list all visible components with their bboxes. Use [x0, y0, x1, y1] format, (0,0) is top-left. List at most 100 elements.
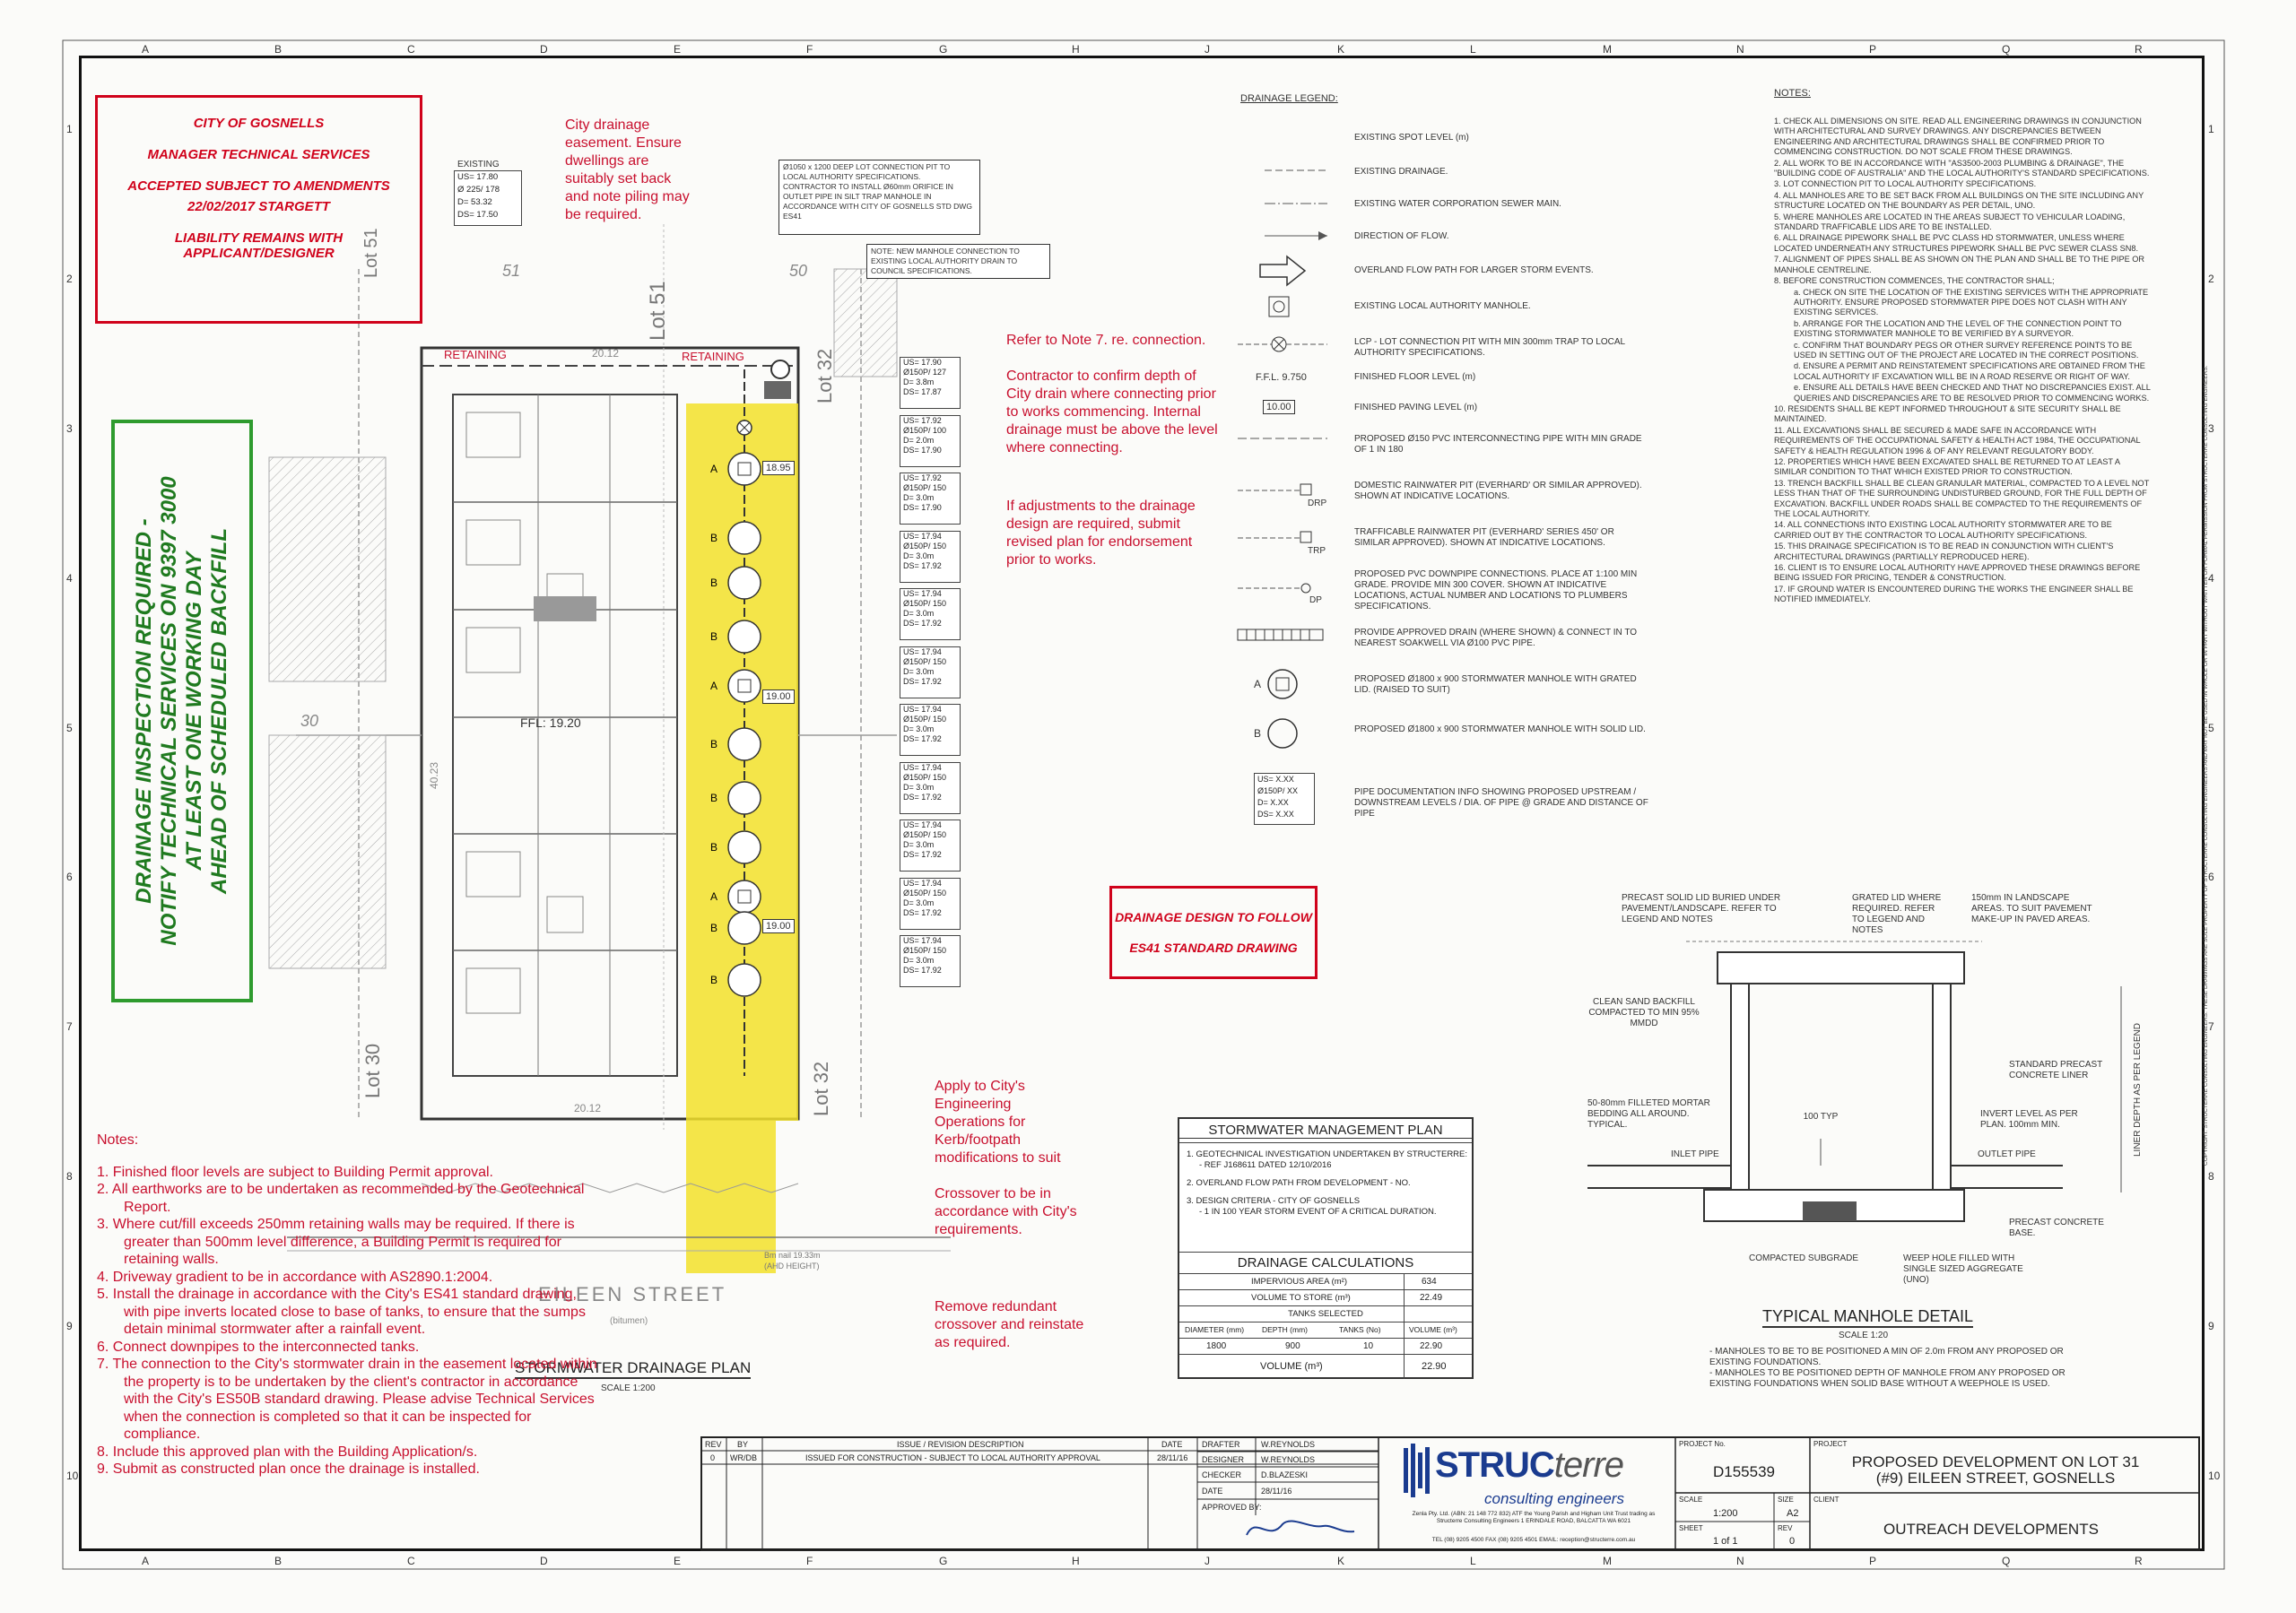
- dim-bottom: 20.12: [574, 1102, 602, 1114]
- legend-item: DIRECTION OF FLOW.: [1354, 231, 1449, 241]
- existing-row: US= 17.80: [457, 172, 499, 182]
- lcp-note: Ø1050 x 1200 DEEP LOT CONNECTION PIT TO …: [778, 160, 980, 235]
- ffl-label: FFL: 19.20: [520, 715, 581, 730]
- manhole-solid: [727, 521, 761, 555]
- mgmt-line-3b: - 1 IN 100 YEAR STORM EVENT OF A CRITICA…: [1199, 1207, 1437, 1217]
- pipe-doc-line: D= 3.0m: [903, 898, 935, 907]
- inspection-line-4: AHEAD OF SCHEDULED BACKFILL: [207, 528, 231, 894]
- tb-sheet-l: SHEET: [1679, 1524, 1703, 1532]
- pipe-doc-line: Ø150P/ 150: [903, 657, 947, 666]
- md-base: PRECAST CONCRETE BASE.: [2009, 1218, 2104, 1238]
- notes-right-item: b. ARRANGE FOR THE LOCATION AND THE LEVE…: [1794, 318, 2122, 339]
- existing-row: Ø 225/ 178: [457, 185, 500, 195]
- notes-right-item: e. ENSURE ALL DETAILS HAVE BEEN CHECKED …: [1794, 383, 2151, 403]
- company-name-a: STRUC: [1435, 1445, 1555, 1485]
- pipe-doc-line: DS= 17.92: [903, 677, 942, 686]
- structerre-logo-bars: [1404, 1444, 1430, 1497]
- legend-trp: TRP: [1308, 546, 1326, 556]
- plan-title: STORMWATER DRAINAGE PLAN: [515, 1359, 752, 1379]
- grid-col-top-R: R: [2135, 43, 2143, 56]
- grid-row-right-1: 1: [2208, 123, 2214, 135]
- manhole-type-label: A: [710, 890, 718, 903]
- notes-right-item: 7. ALIGNMENT OF PIPES SHALL BE AS SHOWN …: [1774, 255, 2145, 274]
- grid-row-left-7: 7: [66, 1020, 73, 1033]
- tb-date: 28/11/16: [1157, 1453, 1188, 1462]
- grid-row-right-7: 7: [2208, 1020, 2214, 1033]
- tanks-cell: 900: [1285, 1341, 1300, 1351]
- grid-row-left-9: 9: [66, 1320, 73, 1332]
- copyright-text: COPYRIGHT: STRUCTERRE CONSULTING ENGINEE…: [2203, 365, 2209, 1166]
- grid-col-bottom-M: M: [1603, 1555, 1612, 1567]
- md-typ: 100 TYP: [1803, 1112, 1839, 1122]
- pipe-doc-line: D= 3.0m: [903, 609, 935, 618]
- mgmt-line-3: 3. DESIGN CRITERIA - CITY OF GOSNELLS: [1187, 1196, 1361, 1206]
- legend-item: PROPOSED PVC DOWNPIPE CONNECTIONS. PLACE…: [1354, 569, 1638, 611]
- red-note-apply-city: Apply to City's Engineering Operations f…: [935, 1079, 1061, 1166]
- pipe-doc-line: Ø150P/ 150: [903, 773, 947, 782]
- grid-col-top-J: J: [1205, 43, 1210, 56]
- manhole-grated: [727, 669, 761, 703]
- pipe-doc-line: US= 17.92: [903, 416, 942, 425]
- manhole-type-label: B: [710, 922, 718, 934]
- es41-line-2: ES41 STANDARD DRAWING: [1129, 941, 1298, 955]
- tanks-cell: 1800: [1206, 1341, 1227, 1351]
- legend-fpl-symbol: 10.00: [1263, 400, 1295, 414]
- volume-label: VOLUME TO STORE (m³): [1251, 1293, 1351, 1303]
- legend-manhole-square: [1268, 296, 1290, 317]
- es41-box: DRAINAGE DESIGN TO FOLLOW ES41 STANDARD …: [1109, 886, 1318, 979]
- company-contact: TEL (08) 9205 4500 FAX (08) 9205 4501 EM…: [1431, 1537, 1636, 1543]
- pipe-doc-line: Ø150P/ 150: [903, 830, 947, 839]
- manhole-type-label: A: [710, 680, 718, 692]
- bottom-note-item: 9. Submit as constructed plan once the d…: [97, 1461, 480, 1477]
- md-grated-lid: GRATED LID WHERE REQUIRED. REFER TO LEGE…: [1852, 893, 1942, 935]
- md-mortar: 50-80mm FILLETED MORTAR BEDDING ALL AROU…: [1587, 1098, 1710, 1130]
- tb-scale-l: SCALE: [1679, 1496, 1703, 1504]
- legend-drain-sym: [1237, 629, 1324, 641]
- total-volume-value: 22.90: [1422, 1361, 1447, 1372]
- approved-signature: [1246, 1520, 1355, 1536]
- grid-col-top-D: D: [540, 43, 548, 56]
- tb-size: A2: [1787, 1508, 1799, 1519]
- md-weep: WEEP HOLE FILLED WITH SINGLE SIZED AGGRE…: [1903, 1253, 2023, 1285]
- pipe-doc-line: DS= 17.90: [903, 446, 942, 455]
- lot-51-number: 51: [502, 262, 521, 280]
- notes-right-item: 12. PROPERTIES WHICH HAVE BEEN EXCAVATED…: [1774, 457, 2120, 477]
- grid-col-bottom-E: E: [674, 1555, 682, 1567]
- tb-project-no-l: PROJECT No.: [1679, 1440, 1726, 1448]
- existing-row: D= 53.32: [457, 197, 492, 207]
- pipe-doc-line: DS= 17.87: [903, 387, 942, 396]
- legend-item: TRAFFICABLE RAINWATER PIT (EVERHARD' SER…: [1354, 527, 1614, 548]
- grid-row-left-10: 10: [66, 1470, 79, 1482]
- manhole-grate: [737, 679, 752, 693]
- notes-right-item: c. CONFIRM THAT BOUNDARY PEGS OR OTHER S…: [1794, 340, 2139, 360]
- company-logo-text: STRUCterre: [1435, 1445, 1624, 1486]
- pipe-doc-line: Ø150P/ 150: [903, 889, 947, 898]
- manhole-solid: [727, 727, 761, 761]
- bottom-notes: Notes: 1. Finished floor levels are subj…: [97, 1132, 599, 1479]
- md-outlet: OUTLET PIPE: [1978, 1149, 2036, 1159]
- tanks-cell: 10: [1363, 1341, 1374, 1351]
- manhole-type-label: B: [710, 577, 718, 589]
- legend-item: FINISHED FLOOR LEVEL (m): [1354, 372, 1476, 382]
- street-name: EILEEN STREET: [538, 1283, 727, 1305]
- legend-title: DRAINAGE LEGEND:: [1240, 93, 1338, 104]
- legend-pipe-line: US= X.XX: [1257, 775, 1294, 784]
- tanks-col-header: VOLUME (m³): [1409, 1325, 1457, 1334]
- lot-32-label-a: Lot 32: [813, 348, 836, 403]
- lot-51-label-b: Lot 51: [646, 281, 670, 341]
- legend-item: LCP - LOT CONNECTION PIT WITH MIN 300mm …: [1354, 337, 1625, 358]
- md-liner: STANDARD PRECAST CONCRETE LINER: [2009, 1060, 2103, 1080]
- plan-scale: SCALE 1:200: [601, 1383, 656, 1393]
- lot-32-label-b: Lot 32: [810, 1061, 832, 1116]
- mgmt-title: STORMWATER MANAGEMENT PLAN: [1179, 1123, 1472, 1139]
- grid-row-right-10: 10: [2208, 1470, 2221, 1482]
- pipe-doc-line: DS= 17.92: [903, 561, 942, 570]
- tb-rev2: 0: [1789, 1536, 1796, 1547]
- tanks-col-header: DEPTH (mm): [1262, 1325, 1308, 1334]
- notes-right-item: 13. TRENCH BACKFILL SHALL BE CLEAN GRANU…: [1774, 478, 2150, 519]
- tb-rev2-l: REV: [1778, 1524, 1793, 1532]
- legend-item: FINISHED PAVING LEVEL (m): [1354, 403, 1478, 412]
